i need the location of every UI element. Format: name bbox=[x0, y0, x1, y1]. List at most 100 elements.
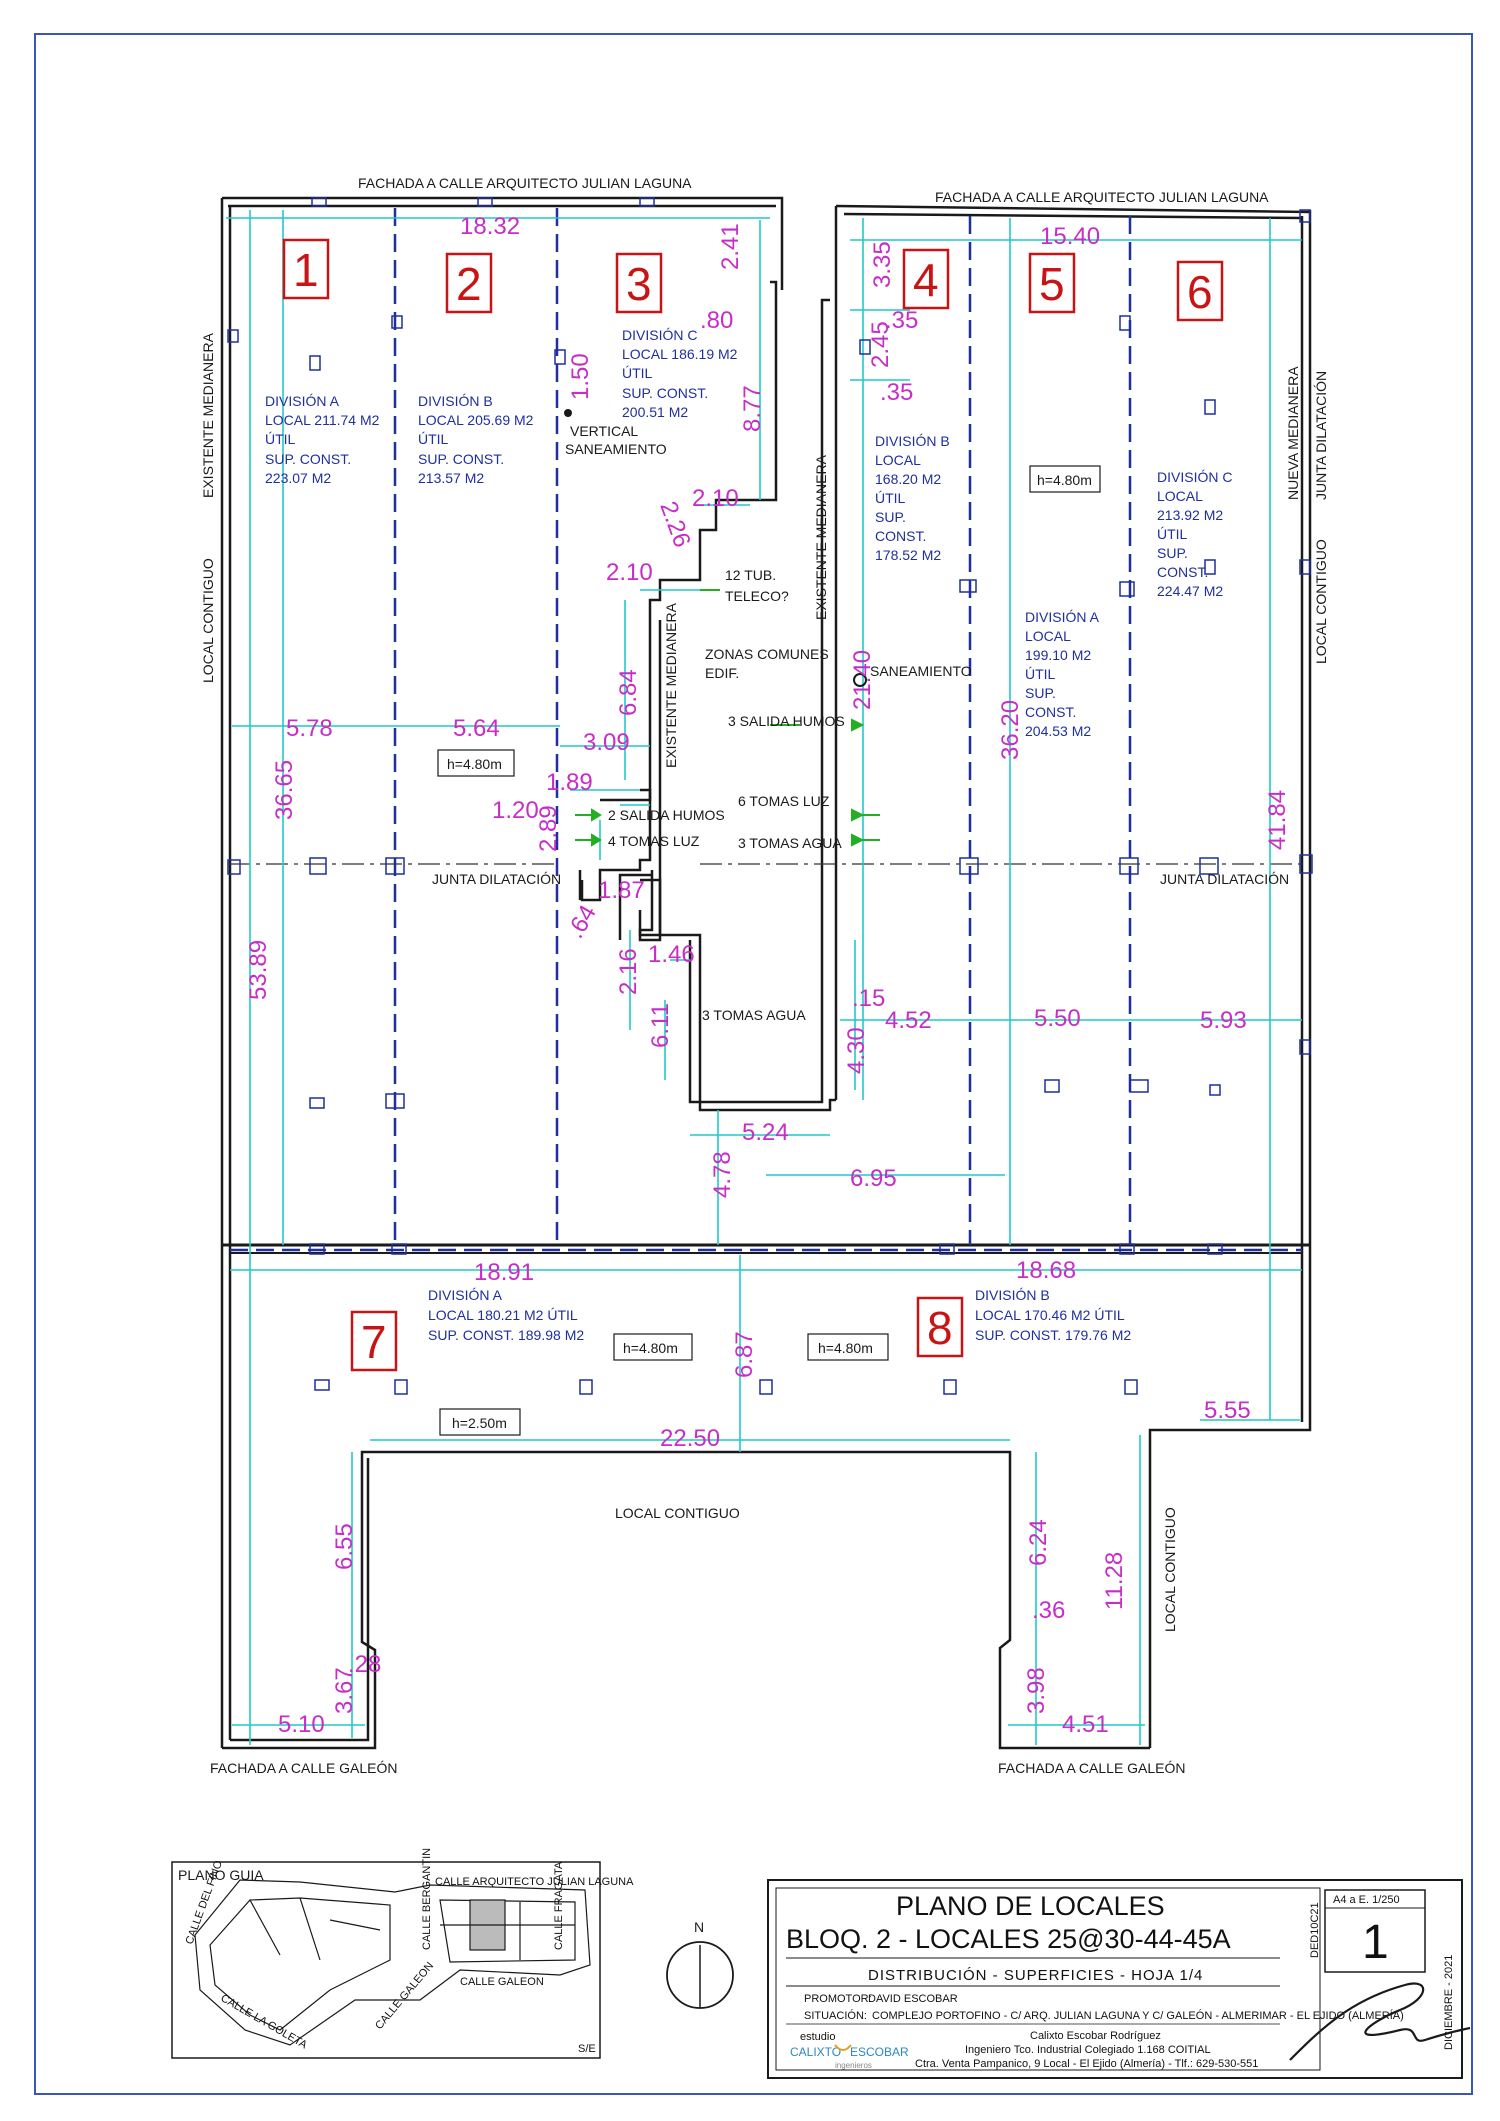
svg-text:.28: .28 bbox=[348, 1651, 381, 1678]
svg-text:.35: .35 bbox=[885, 307, 918, 334]
engineer-title: Ingeniero Tco. Industrial Colegiado 1.16… bbox=[965, 2044, 1211, 2056]
svg-text:LOCAL 170.46 M2 ÚTIL: LOCAL 170.46 M2 ÚTIL bbox=[975, 1307, 1125, 1323]
locale-info-5: DIVISIÓN A LOCAL 199.10 M2 ÚTIL SUP. CON… bbox=[1025, 609, 1100, 739]
svg-text:6.11: 6.11 bbox=[647, 1003, 674, 1048]
height-label-1: h=4.80m bbox=[447, 756, 502, 772]
locale-info-3: DIVISIÓN C LOCAL 186.19 M2 ÚTIL SUP. CON… bbox=[622, 327, 738, 420]
svg-text:3.67: 3.67 bbox=[331, 1667, 358, 1714]
label-existente-medianera-right: EXISTENTE MEDIANERA bbox=[813, 454, 829, 620]
locale-info-8: DIVISIÓN B LOCAL 170.46 M2 ÚTIL SUP. CON… bbox=[975, 1287, 1131, 1343]
svg-text:.36: .36 bbox=[1032, 1597, 1065, 1624]
svg-text:ÚTIL: ÚTIL bbox=[418, 431, 449, 447]
service-arrows bbox=[575, 589, 880, 847]
locale-info-2: DIVISIÓN B LOCAL 205.69 M2 ÚTIL SUP. CON… bbox=[418, 393, 534, 486]
height-label-5: h=2.50m bbox=[452, 1415, 507, 1431]
sheet-number-box bbox=[1324, 1889, 1426, 1973]
height-label-3: h=4.80m bbox=[623, 1340, 678, 1356]
svg-text:18.68: 18.68 bbox=[1016, 1257, 1076, 1284]
svg-text:DIVISIÓN B: DIVISIÓN B bbox=[875, 433, 950, 449]
dimension-lines bbox=[226, 210, 1302, 1745]
svg-text:LOCAL: LOCAL bbox=[875, 452, 921, 468]
title-block-frame bbox=[767, 1879, 1463, 2079]
svg-text:213.92 M2: 213.92 M2 bbox=[1157, 507, 1223, 523]
label-local-contiguo-left: LOCAL CONTIGUO bbox=[200, 558, 216, 683]
svg-text:.80: .80 bbox=[700, 307, 733, 334]
svg-text:LOCAL 211.74 M2: LOCAL 211.74 M2 bbox=[265, 412, 380, 428]
svg-text:6.55: 6.55 bbox=[331, 1523, 358, 1570]
svg-text:LOCAL 180.21 M2 ÚTIL: LOCAL 180.21 M2 ÚTIL bbox=[428, 1307, 578, 1323]
svg-text:1.50: 1.50 bbox=[567, 353, 594, 400]
local-numbers bbox=[282, 238, 1224, 1372]
guide-street-top: CALLE ARQUITECTO JULIAN LAGUNA bbox=[435, 1876, 634, 1888]
svg-text:199.10 M2: 199.10 M2 bbox=[1025, 647, 1091, 663]
svg-text:18.32: 18.32 bbox=[460, 213, 520, 240]
note-vertical: VERTICAL bbox=[570, 423, 638, 439]
facade-top-right: FACHADA A CALLE ARQUITECTO JULIAN LAGUNA bbox=[935, 189, 1269, 205]
svg-text:SUP.: SUP. bbox=[1025, 685, 1056, 701]
svg-text:11.28: 11.28 bbox=[1101, 1552, 1128, 1610]
label-existente-medianera-center: EXISTENTE MEDIANERA bbox=[663, 602, 679, 768]
note-edif: EDIF. bbox=[705, 665, 739, 681]
svg-text:SUP.: SUP. bbox=[875, 509, 906, 525]
svg-text:4.30: 4.30 bbox=[843, 1027, 870, 1074]
note-tub: 12 TUB. bbox=[725, 567, 776, 583]
svg-text:ÚTIL: ÚTIL bbox=[265, 431, 296, 447]
local-number-8: 8 bbox=[927, 1302, 953, 1354]
svg-text:1.89: 1.89 bbox=[546, 769, 593, 796]
svg-text:DIVISIÓN C: DIVISIÓN C bbox=[622, 327, 697, 343]
local-number-5: 5 bbox=[1039, 258, 1065, 310]
svg-text:DIVISIÓN A: DIVISIÓN A bbox=[428, 1287, 503, 1303]
title-line-1: PLANO DE LOCALES bbox=[896, 1891, 1165, 1921]
label-existente-medianera-left: EXISTENTE MEDIANERA bbox=[200, 332, 216, 498]
svg-text:5.10: 5.10 bbox=[278, 1711, 325, 1738]
locale-info-1: DIVISIÓN A LOCAL 211.74 M2 ÚTIL SUP. CON… bbox=[265, 393, 380, 486]
svg-text:DIVISIÓN B: DIVISIÓN B bbox=[418, 393, 493, 409]
svg-text:168.20 M2: 168.20 M2 bbox=[875, 471, 941, 487]
svg-text:SUP. CONST.: SUP. CONST. bbox=[265, 451, 351, 467]
note-teleco: TELECO? bbox=[725, 588, 789, 604]
svg-text:178.52 M2: 178.52 M2 bbox=[875, 547, 941, 563]
local-number-2: 2 bbox=[456, 258, 482, 310]
sheet-border bbox=[34, 33, 1473, 2095]
svg-text:estudio: estudio bbox=[800, 2031, 835, 2043]
svg-text:15.40: 15.40 bbox=[1040, 223, 1100, 250]
sheet-number: 1 bbox=[1362, 1916, 1389, 1969]
engineer-name: Calixto Escobar Rodríguez bbox=[1030, 2030, 1161, 2042]
svg-text:4.51: 4.51 bbox=[1062, 1711, 1109, 1738]
facade-bottom-right: FACHADA A CALLE GALEÓN bbox=[998, 1760, 1186, 1776]
svg-text:CALIXTO: CALIXTO bbox=[790, 2045, 841, 2059]
situacion-value: COMPLEJO PORTOFINO - C/ ARQ. JULIAN LAGU… bbox=[872, 2009, 1404, 2022]
local-number-3: 3 bbox=[626, 258, 652, 310]
svg-text:LOCAL 205.69 M2: LOCAL 205.69 M2 bbox=[418, 412, 534, 428]
height-label-4: h=4.80m bbox=[818, 1340, 873, 1356]
svg-text:LOCAL: LOCAL bbox=[1025, 628, 1071, 644]
svg-text:DIVISIÓN A: DIVISIÓN A bbox=[1025, 609, 1100, 625]
facade-top-left: FACHADA A CALLE ARQUITECTO JULIAN LAGUNA bbox=[358, 175, 692, 191]
svg-text:3.98: 3.98 bbox=[1023, 1667, 1050, 1714]
promotor-value: DAVID ESCOBAR bbox=[868, 1993, 958, 2005]
svg-text:DIVISIÓN B: DIVISIÓN B bbox=[975, 1287, 1050, 1303]
title-line-2: BLOQ. 2 - LOCALES 25@30-44-45A bbox=[786, 1924, 1231, 1954]
svg-text:3.09: 3.09 bbox=[583, 729, 630, 756]
title-block-inner bbox=[775, 1887, 1321, 2071]
svg-text:2.45: 2.45 bbox=[867, 321, 894, 368]
north-label: N bbox=[694, 1919, 704, 1935]
svg-text:ESCOBAR: ESCOBAR bbox=[850, 2045, 909, 2059]
svg-text:SUP. CONST.: SUP. CONST. bbox=[622, 385, 708, 401]
title-subtitle: DISTRIBUCIÓN - SUPERFICIES - HOJA 1/4 bbox=[868, 1967, 1203, 1984]
note-junta-right: JUNTA DILATACIÓN bbox=[1160, 871, 1289, 887]
svg-text:2.16: 2.16 bbox=[615, 948, 642, 995]
guide-plan-map bbox=[194, 1879, 591, 2046]
svg-text:1.20: 1.20 bbox=[492, 797, 539, 824]
note-zonas: ZONAS COMUNES bbox=[705, 646, 829, 662]
svg-text:.35: .35 bbox=[880, 379, 913, 406]
svg-text:53.89: 53.89 bbox=[245, 940, 272, 1000]
dimension-values: 18.32 15.40 2.41 3.35 .80 1.50 8.77 2.45… bbox=[245, 213, 1291, 1738]
note-salida3: 3 SALIDA HUMOS bbox=[728, 713, 845, 729]
local-number-4: 4 bbox=[913, 254, 939, 306]
label-junta-dilatacion-vertical: JUNTA DILATACIÓN bbox=[1313, 371, 1329, 500]
svg-text:5.50: 5.50 bbox=[1034, 1005, 1081, 1032]
saneamiento-icon bbox=[564, 409, 572, 417]
svg-text:SUP. CONST. 189.98 M2: SUP. CONST. 189.98 M2 bbox=[428, 1327, 584, 1343]
